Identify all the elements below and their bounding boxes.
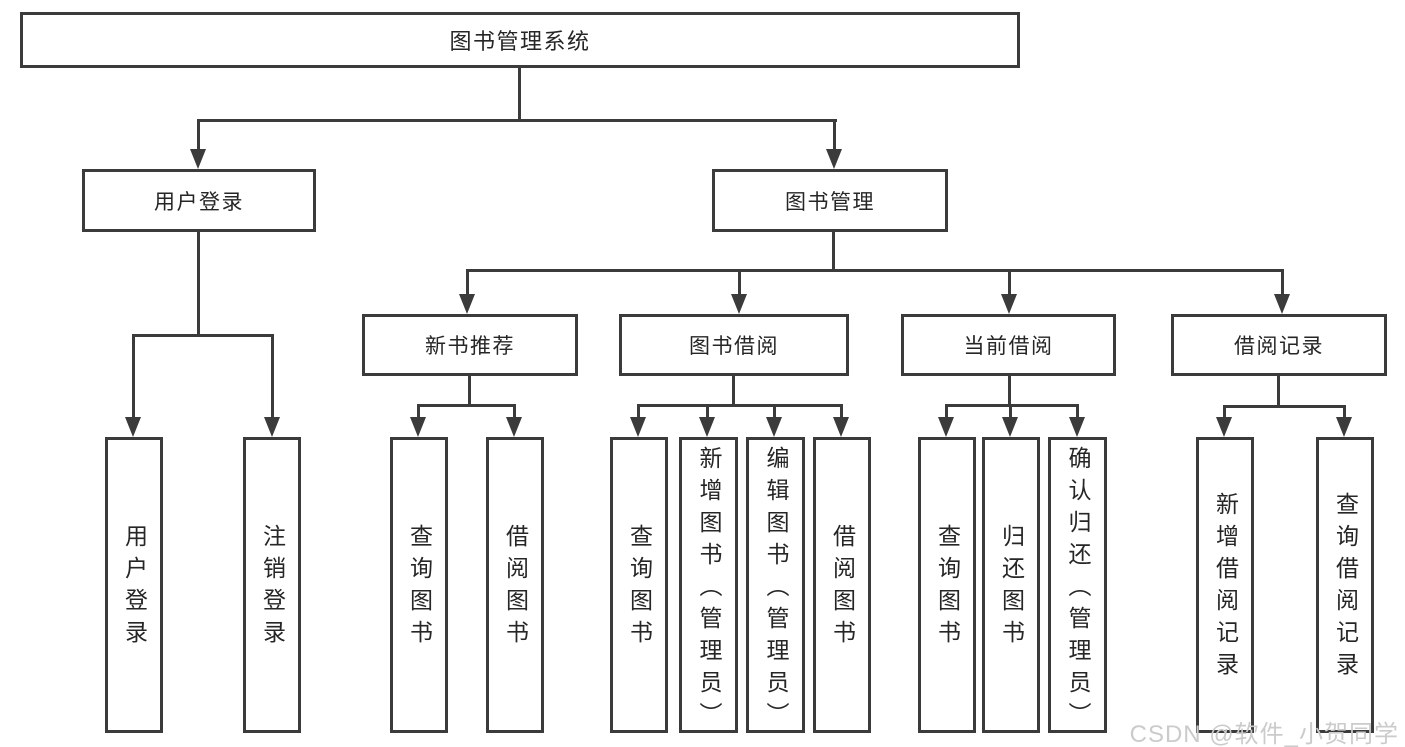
node-leaf-records-add-record: 新增借阅记录 xyxy=(1196,437,1254,733)
node-book-borrow: 图书借阅 xyxy=(619,314,849,376)
arrow-down-icon xyxy=(699,417,715,437)
node-leaf-borrow-query-books: 查询图书 xyxy=(610,437,668,733)
connector-line xyxy=(706,404,709,418)
connector-line xyxy=(1008,376,1011,407)
arrow-down-icon xyxy=(410,417,426,437)
arrow-down-icon xyxy=(766,417,782,437)
connector-line xyxy=(1343,405,1346,418)
arrow-down-icon xyxy=(190,149,206,169)
arrow-down-icon xyxy=(938,417,954,437)
arrow-down-icon xyxy=(1274,294,1290,314)
connector-line xyxy=(1008,269,1011,296)
connector-line xyxy=(417,404,420,418)
connector-line xyxy=(637,404,843,407)
connector-line xyxy=(945,404,948,418)
connector-line xyxy=(466,269,469,296)
connector-line xyxy=(197,119,200,151)
node-user-login: 用户登录 xyxy=(82,169,316,232)
arrow-down-icon xyxy=(125,417,141,437)
connector-line xyxy=(417,404,516,407)
node-leaf-user-login: 用户登录 xyxy=(105,437,163,733)
connector-line xyxy=(468,376,471,407)
connector-line xyxy=(833,119,836,151)
connector-line xyxy=(1076,404,1079,418)
node-leaf-borrow-borrow-books: 借阅图书 xyxy=(813,437,871,733)
node-new-book-recommend: 新书推荐 xyxy=(362,314,578,376)
node-book-management: 图书管理 xyxy=(712,169,948,232)
node-leaf-borrow-edit-books-admin: 编辑图书（管理员） xyxy=(746,437,805,734)
connector-line xyxy=(732,376,735,407)
arrow-down-icon xyxy=(1336,417,1352,437)
connector-line xyxy=(466,269,1284,272)
node-leaf-recommend-borrow-books: 借阅图书 xyxy=(486,437,544,733)
node-current-borrow: 当前借阅 xyxy=(901,314,1116,376)
connector-line xyxy=(271,334,274,419)
connector-line xyxy=(1281,269,1284,296)
arrow-down-icon xyxy=(264,417,280,437)
connector-line xyxy=(840,404,843,418)
connector-line xyxy=(1223,405,1226,418)
csdn-watermark: CSDN @软件_小贺同学 xyxy=(1129,721,1399,747)
node-borrow-records: 借阅记录 xyxy=(1171,314,1387,376)
node-leaf-current-return-books: 归还图书 xyxy=(982,437,1040,733)
connector-line xyxy=(518,68,521,122)
connector-line xyxy=(832,232,835,272)
arrow-down-icon xyxy=(1002,417,1018,437)
arrow-down-icon xyxy=(459,294,475,314)
node-leaf-records-query-record: 查询借阅记录 xyxy=(1316,437,1374,733)
connector-line xyxy=(637,404,640,418)
node-root-library-system: 图书管理系统 xyxy=(20,12,1020,68)
connector-line xyxy=(738,269,741,296)
arrow-down-icon xyxy=(506,417,522,437)
connector-line xyxy=(197,119,837,122)
arrow-down-icon xyxy=(731,294,747,314)
connector-line xyxy=(773,404,776,418)
arrow-down-icon xyxy=(833,417,849,437)
arrow-down-icon xyxy=(826,149,842,169)
connector-line xyxy=(945,404,1079,407)
arrow-down-icon xyxy=(1001,294,1017,314)
arrow-down-icon xyxy=(1216,417,1232,437)
node-leaf-recommend-query-books: 查询图书 xyxy=(390,437,448,733)
connector-line xyxy=(1223,405,1346,408)
node-leaf-borrow-add-books-admin: 新增图书（管理员） xyxy=(679,437,738,734)
node-leaf-current-confirm-return-admin: 确认归还（管理员） xyxy=(1048,437,1107,734)
arrow-down-icon xyxy=(1069,417,1085,437)
node-leaf-logout: 注销登录 xyxy=(243,437,301,733)
connector-line xyxy=(132,334,274,337)
connector-line xyxy=(1009,404,1012,418)
connector-line xyxy=(513,404,516,418)
arrow-down-icon xyxy=(630,417,646,437)
node-leaf-current-query-books: 查询图书 xyxy=(918,437,976,733)
connector-line xyxy=(197,232,200,337)
connector-line xyxy=(1277,376,1280,408)
connector-line xyxy=(132,334,135,419)
